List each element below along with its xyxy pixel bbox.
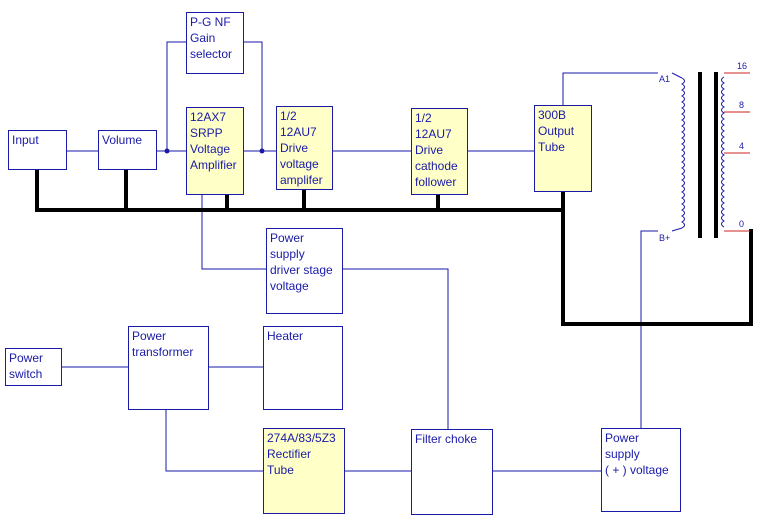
tap-label-16: 16 bbox=[737, 61, 748, 71]
input-block: Input bbox=[8, 130, 67, 170]
transformer-core-right bbox=[714, 72, 718, 238]
primary-lead-top bbox=[671, 72, 683, 79]
power-transformer-block: Power transformer bbox=[128, 326, 209, 410]
wire-output-a1 bbox=[562, 72, 658, 105]
volume-block: Volume bbox=[98, 130, 157, 170]
srpp-amplifier-block: 12AX7 SRPP Voltage Amplifier bbox=[186, 107, 244, 195]
wire-gain-return bbox=[243, 41, 263, 151]
tap-label-8: 8 bbox=[739, 100, 745, 110]
secondary-taps bbox=[724, 72, 750, 232]
cathode-follower-block: 1/2 12AU7 Drive cathode follower bbox=[411, 108, 468, 195]
junction-dot bbox=[259, 148, 265, 154]
rectifier-tube-block: 274A/83/5Z3 Rectifier Tube bbox=[263, 428, 345, 514]
wire-pluspsu-bplus bbox=[640, 230, 658, 428]
wire-gain-loop bbox=[166, 41, 187, 151]
wire-transformer-rectifier bbox=[165, 409, 263, 472]
output-transformer bbox=[671, 72, 750, 238]
primary-winding bbox=[681, 77, 685, 229]
filter-choke-block: Filter choke bbox=[411, 429, 493, 515]
ground-bus bbox=[35, 168, 753, 326]
driver-amplifier-block: 1/2 12AU7 Drive voltage amplifer bbox=[276, 106, 333, 190]
driver-psu-block: Power supply driver stage voltage bbox=[266, 228, 343, 314]
tap-label-4: 4 bbox=[739, 141, 745, 151]
secondary-winding bbox=[721, 76, 725, 228]
junction-dots bbox=[164, 148, 265, 154]
output-tube-block: 300B Output Tube bbox=[534, 105, 592, 192]
primary-label-a1: A1 bbox=[659, 74, 671, 84]
heater-block: Heater bbox=[263, 326, 343, 410]
primary-label-bplus: B+ bbox=[659, 233, 671, 243]
ground-return bbox=[561, 189, 753, 326]
wire-choke-driverpsu bbox=[343, 268, 449, 429]
tap-label-0: 0 bbox=[739, 219, 745, 229]
primary-lead-bottom bbox=[671, 227, 683, 232]
gain-selector-block: P-G NF Gain selector bbox=[186, 12, 244, 74]
signal-wires bbox=[62, 41, 658, 472]
junction-dot bbox=[164, 148, 170, 154]
power-switch-block: Power switch bbox=[5, 348, 62, 386]
wire-srpp-driverpsu bbox=[201, 194, 266, 270]
transformer-core-left bbox=[698, 72, 702, 238]
plus-voltage-psu-block: Power supply ( + ) voltage bbox=[601, 428, 681, 512]
